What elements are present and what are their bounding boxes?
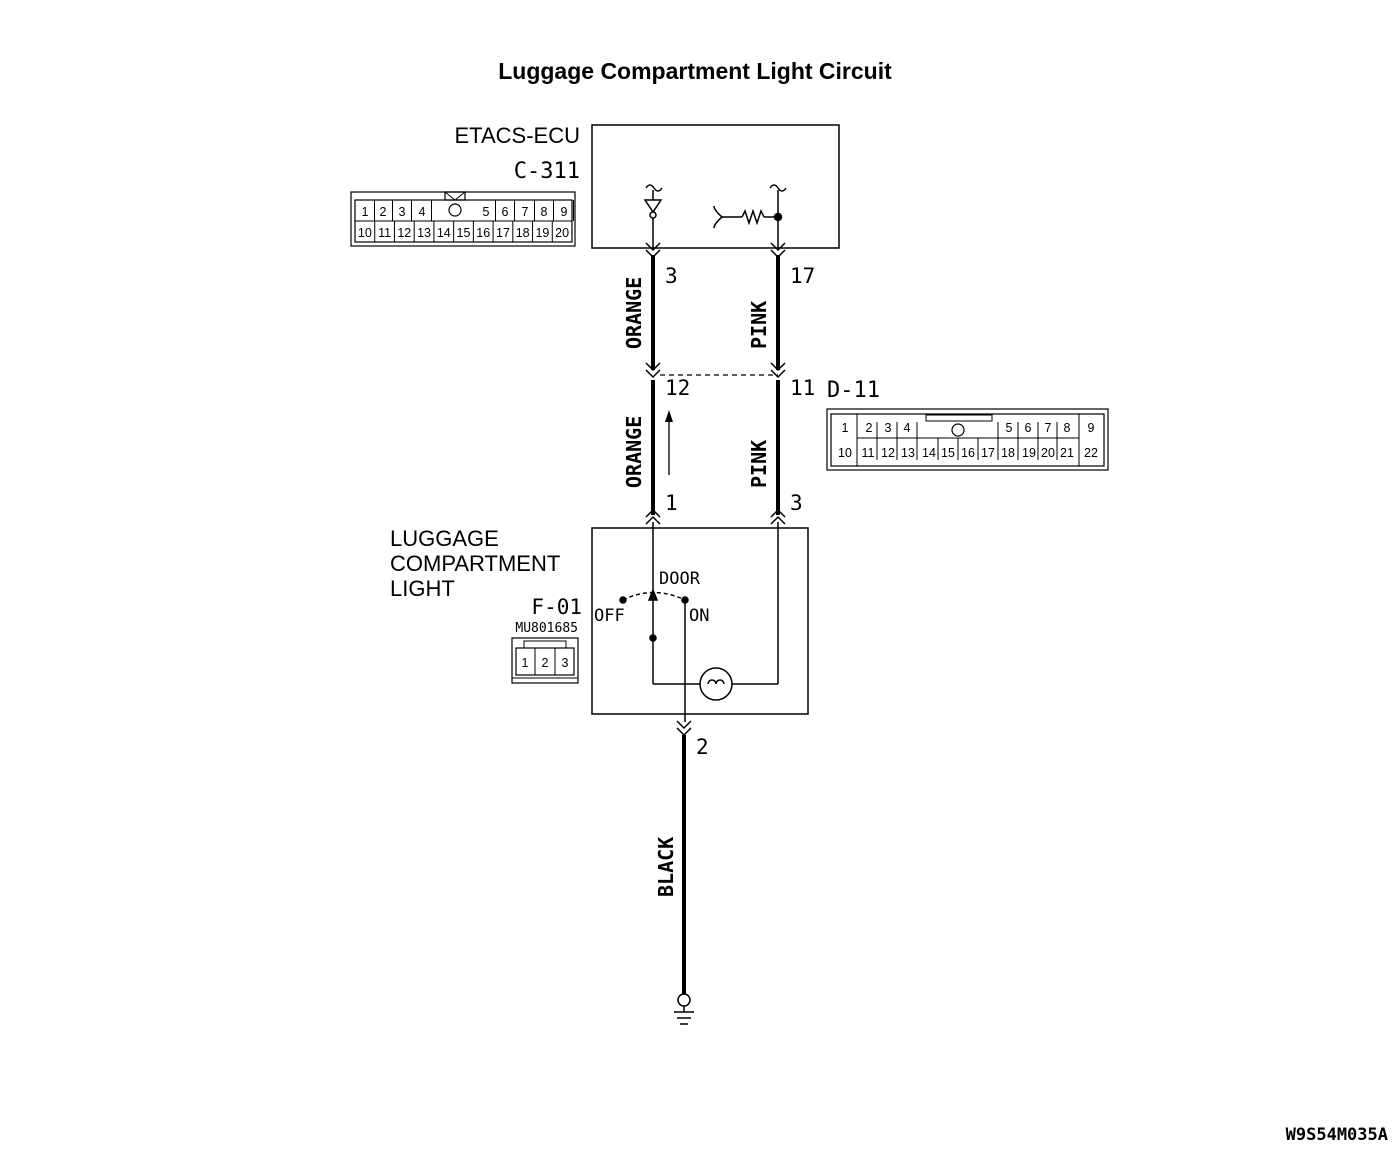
f01-cell-2: 2 [542, 656, 549, 670]
c311-cell-17: 17 [496, 226, 510, 240]
c311-cell-7: 7 [522, 205, 529, 219]
luggage-light-box [591, 527, 809, 715]
c311-cell-10: 10 [358, 226, 372, 240]
d11-cell-8: 8 [1064, 421, 1071, 435]
c311-cell-11: 11 [378, 226, 391, 240]
d11-cell-20: 20 [1041, 446, 1055, 460]
wire-label-orange-lower: ORANGE [622, 416, 646, 488]
d11-cell-22: 22 [1084, 446, 1098, 460]
c311-cell-13: 13 [417, 226, 431, 240]
d11-cell-6: 6 [1025, 421, 1032, 435]
c311-cell-2: 2 [380, 205, 387, 219]
d11-cell-19: 19 [1022, 446, 1036, 460]
c311-cell-1: 1 [362, 205, 369, 219]
ground-icon [674, 993, 694, 1025]
figure-code: W9S54M035A [1286, 1125, 1388, 1145]
f01-cell-1: 1 [522, 656, 529, 670]
d11-cell-7: 7 [1045, 421, 1052, 435]
d11-connector-label: D-11 [827, 378, 880, 403]
d11-cell-14: 14 [922, 446, 936, 460]
f01-connector-label: F-01 [531, 595, 582, 619]
pin-light-pink: 3 [790, 491, 803, 515]
diagram-title: Luggage Compartment Light Circuit [498, 58, 892, 84]
wire-label-pink-upper: PINK [747, 301, 771, 349]
f01-cell-3: 3 [562, 656, 569, 670]
pin-light-ground: 2 [696, 735, 709, 759]
wire-label-pink-lower: PINK [747, 440, 771, 488]
c311-cell-4: 4 [419, 205, 426, 219]
pin-d11-pink: 11 [790, 376, 815, 400]
luggage-light-label-line1: LUGGAGE [390, 526, 499, 551]
pin-ecu-orange: 3 [665, 264, 678, 288]
c311-cell-12: 12 [397, 226, 411, 240]
luggage-light-label-line2: COMPARTMENT [390, 551, 560, 576]
light-bulb-icon [653, 522, 779, 701]
ecu-input-buffer-icon [643, 184, 663, 248]
c311-cell-15: 15 [457, 226, 471, 240]
d11-cell-4: 4 [904, 421, 911, 435]
door-switch-icon [619, 522, 689, 722]
d11-cell-2: 2 [866, 421, 873, 435]
d11-cell-17: 17 [981, 446, 995, 460]
d11-cell-12: 12 [881, 446, 895, 460]
luggage-light-label-line3: LIGHT [390, 576, 455, 601]
d11-cell-21: 21 [1060, 446, 1074, 460]
c311-cell-8: 8 [541, 205, 548, 219]
d11-cell-15: 15 [941, 446, 955, 460]
switch-off-label: OFF [594, 606, 625, 626]
wire-label-orange-upper: ORANGE [622, 277, 646, 349]
wire-label-black: BLACK [654, 837, 678, 897]
d11-cell-11: 11 [862, 446, 875, 460]
connector-chevron-marks [645, 242, 786, 737]
d11-cell-5: 5 [1006, 421, 1013, 435]
etacs-ecu-label: ETACS-ECU [455, 123, 581, 148]
c311-cell-19: 19 [535, 226, 549, 240]
switch-door-label: DOOR [659, 569, 701, 589]
d11-cell-16: 16 [961, 446, 975, 460]
pin-ecu-pink: 17 [790, 264, 815, 288]
c311-cell-14: 14 [437, 226, 451, 240]
c311-cell-3: 3 [399, 205, 406, 219]
c311-cell-9: 9 [561, 205, 568, 219]
c311-connector-label: C-311 [514, 159, 580, 184]
c311-cell-6: 6 [502, 205, 509, 219]
c311-cell-18: 18 [516, 226, 530, 240]
d11-cell-3: 3 [885, 421, 892, 435]
c311-cell-16: 16 [476, 226, 490, 240]
d11-cell-18: 18 [1001, 446, 1015, 460]
d11-cell-10: 10 [838, 446, 852, 460]
d11-cell-13: 13 [901, 446, 915, 460]
c311-cell-5: 5 [483, 205, 490, 219]
pin-light-orange: 1 [665, 491, 678, 515]
f01-connector-face [511, 637, 579, 684]
current-flow-arrow-icon [665, 410, 673, 475]
d11-cell-9: 9 [1088, 421, 1095, 435]
f01-part-number: MU801685 [515, 621, 578, 636]
c311-cell-20: 20 [555, 226, 569, 240]
switch-on-label: ON [689, 606, 709, 626]
etacs-ecu-box [591, 124, 840, 249]
ecu-pullup-resistor-icon [713, 184, 787, 248]
pin-d11-orange: 12 [665, 376, 690, 400]
d11-cell-1: 1 [842, 421, 849, 435]
